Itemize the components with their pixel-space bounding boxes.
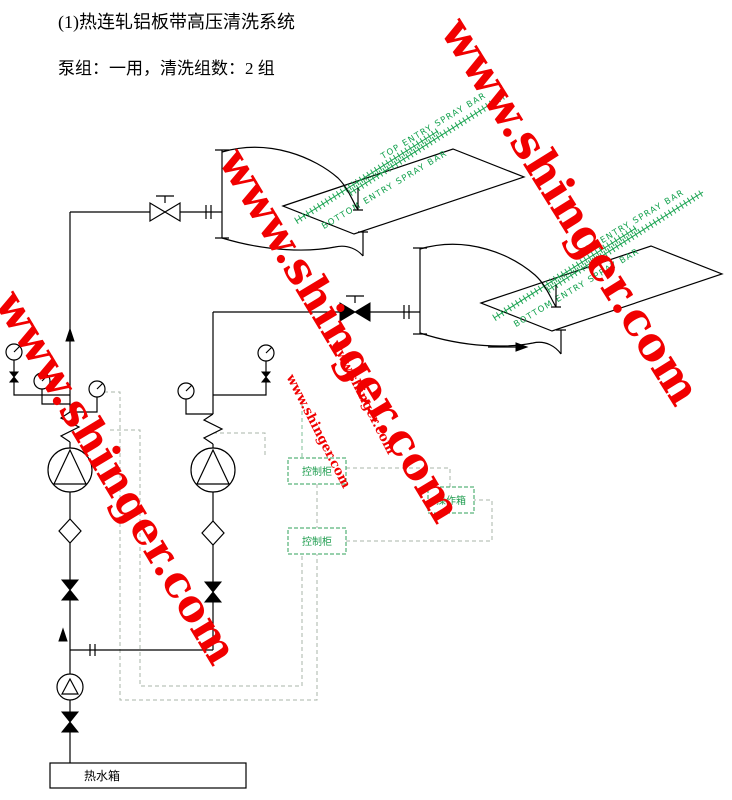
control-cabinet-2: 控制柜 — [287, 527, 347, 555]
flex-hose-2 — [202, 413, 224, 445]
discharge-valve-1 — [60, 579, 80, 601]
control-wire-loop — [104, 391, 318, 701]
spray-hose-top-1 — [221, 146, 359, 211]
top-spray-bar-1 — [348, 92, 507, 196]
control-wire-opbox-2 — [346, 499, 493, 542]
bottom-spray-pipe-2 — [493, 227, 637, 319]
spray-stem-bottom-1 — [358, 231, 368, 256]
flex-joint-1 — [58, 518, 82, 544]
hot-water-tank: 热水箱 — [49, 762, 247, 789]
pressure-gauge-1 — [5, 343, 70, 396]
booster-pump — [56, 673, 84, 701]
strip-plate-1 — [281, 148, 526, 235]
top-spray-bar-1-label: TOP ENTRY SPRAY BAR — [379, 91, 489, 163]
manifold-header-1 — [215, 149, 229, 239]
bottom-spray-bar-2 — [492, 225, 638, 321]
bottom-spray-pipe-1 — [295, 130, 439, 222]
drawing-subtitle: 泵组：一用，清洗组数：2 组 — [58, 59, 275, 78]
operation-box: 操作箱 — [427, 486, 475, 514]
flex-hose-1 — [59, 411, 81, 443]
manifold-header-2 — [413, 247, 427, 335]
drawing-title: (1)热连轧铝板带高压清洗系统 — [58, 12, 295, 32]
shutoff-valve-2 — [339, 295, 371, 322]
pump-1 — [47, 447, 93, 493]
spray-stem-bottom-2 — [556, 329, 566, 354]
pressure-gauge-5 — [213, 344, 275, 396]
control-wiring — [104, 391, 493, 701]
control-cabinet-1-label: 控制柜 — [302, 465, 332, 478]
spray-hose-bottom-2 — [419, 332, 562, 355]
pressure-gauge-2 — [33, 372, 70, 405]
flow-arrow-right — [488, 342, 529, 352]
flow-arrow-up-1 — [65, 327, 75, 342]
feed-line-2 — [213, 295, 420, 322]
control-cabinet-2-label: 控制柜 — [302, 535, 332, 548]
tank-valve — [60, 711, 80, 733]
pressure-gauges — [5, 343, 275, 415]
flex-joint-2 — [201, 520, 225, 546]
top-spray-pipe-2 — [547, 191, 704, 291]
pressure-gauge-3 — [70, 380, 106, 413]
control-wire-pump2 — [213, 432, 266, 458]
top-spray-bar-2 — [546, 189, 705, 293]
spray-hose-bottom-1 — [221, 237, 364, 257]
pump-2 — [190, 447, 236, 493]
spray-hose-top-2 — [419, 243, 557, 308]
control-cabinet-1: 控制柜 — [287, 457, 347, 485]
control-wire-loop-2 — [110, 429, 303, 687]
discharge-valve-2 — [203, 581, 223, 603]
pressure-gauge-4 — [177, 382, 213, 415]
top-spray-pipe-1 — [349, 94, 506, 194]
feed-line-1 — [70, 195, 222, 223]
suction-header — [70, 644, 213, 656]
strip-plate-2 — [479, 245, 724, 332]
shutoff-valve-1 — [149, 195, 181, 223]
hot-water-tank-label: 热水箱 — [84, 768, 120, 783]
pump-train-2 — [190, 312, 236, 650]
flow-arrow-up-2 — [58, 627, 68, 642]
suction-line — [56, 627, 213, 763]
bottom-spray-bar-1 — [294, 128, 440, 224]
operation-box-label: 操作箱 — [436, 494, 466, 507]
control-wire-opbox-1 — [346, 467, 451, 487]
pump-train-1 — [47, 212, 93, 650]
